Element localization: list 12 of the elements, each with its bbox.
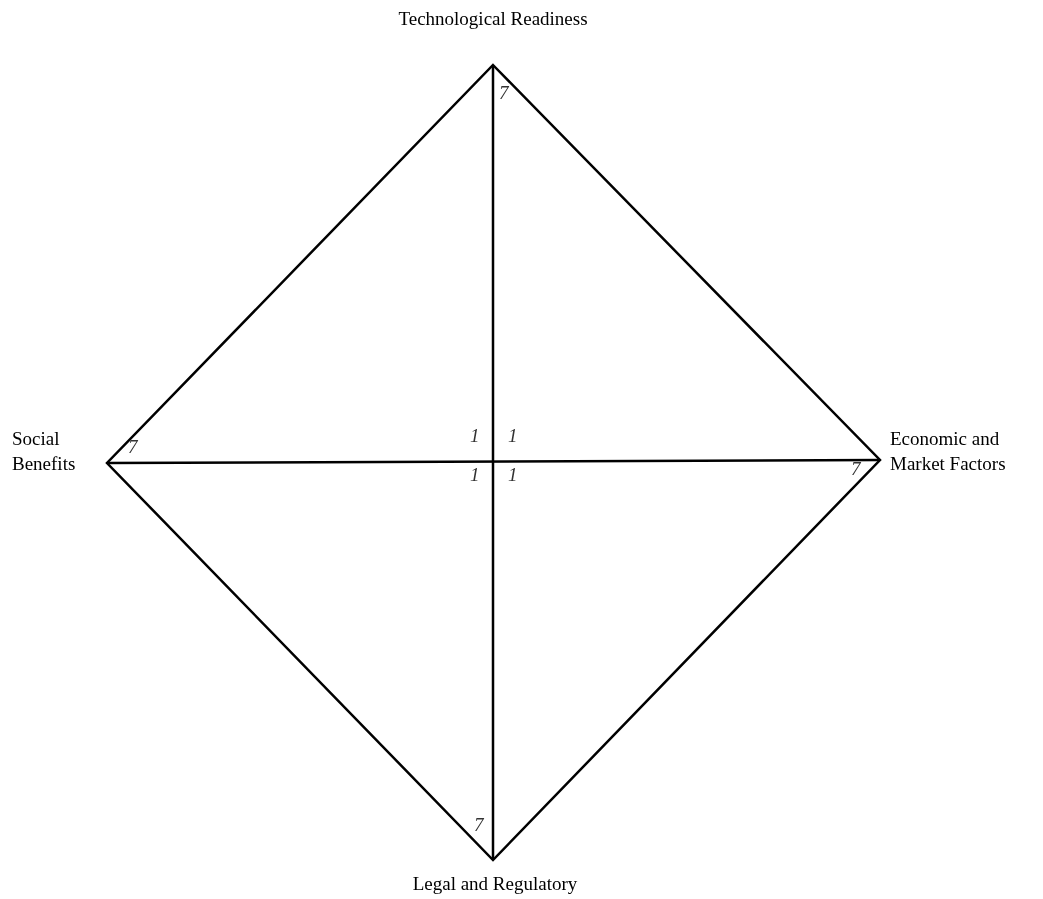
axis-label: Economic and Market Factors: [890, 427, 1007, 476]
scale-number: 1: [508, 465, 518, 484]
scale-number: 7: [474, 815, 484, 834]
scale-number: 1: [470, 465, 480, 484]
scale-number: 1: [508, 426, 518, 445]
scale-number: 7: [851, 459, 861, 478]
scale-number: 7: [128, 437, 138, 456]
scale-number: 7: [499, 83, 509, 102]
axis-label: Social Benefits: [12, 427, 77, 476]
axis-label: Legal and Regulatory: [411, 872, 579, 896]
axis-label: Technological Readiness: [397, 7, 589, 31]
scale-number: 1: [470, 426, 480, 445]
